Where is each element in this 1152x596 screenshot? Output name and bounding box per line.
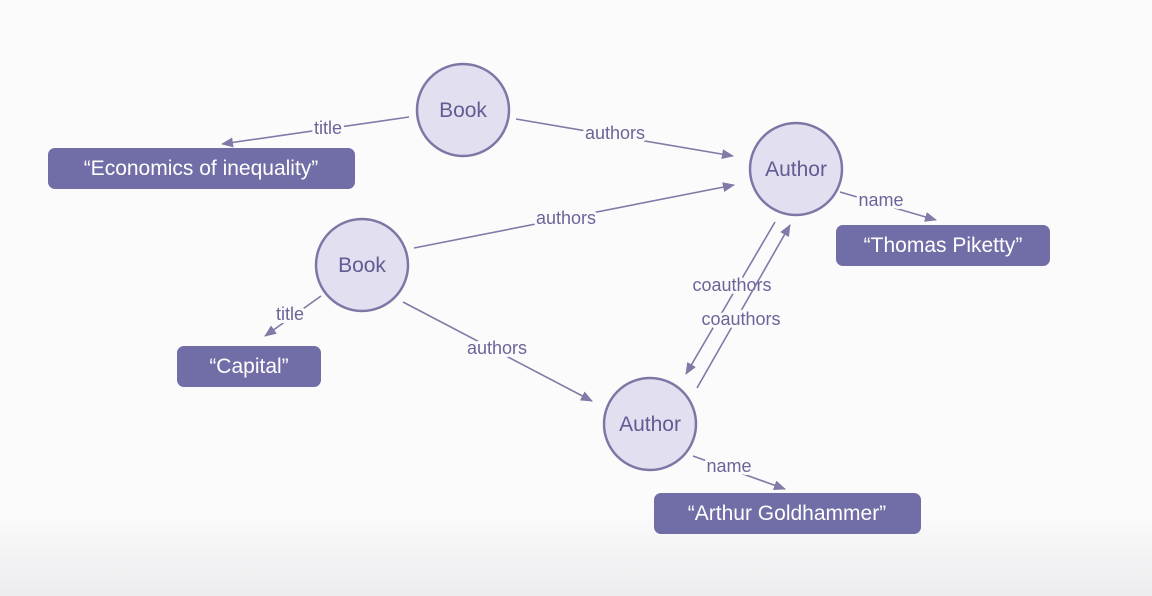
author-node-1: Author (748, 121, 844, 217)
node-label: Author (619, 413, 681, 436)
edge-label-name: name (706, 456, 751, 476)
edge-coauthors-author2-to-author1: coauthors (696, 224, 791, 389)
edge-book1-title: title (221, 115, 410, 148)
value-arthur-goldhammer: “Arthur Goldhammer” (654, 493, 921, 534)
value-label: “Arthur Goldhammer” (688, 502, 886, 525)
edge-book1-authors-author1: authors (515, 118, 734, 160)
value-label: “Economics of inequality” (84, 157, 319, 180)
value-label: “Thomas Piketty” (864, 234, 1023, 257)
edge-label-authors: authors (585, 123, 645, 143)
edge-label-title: title (314, 118, 342, 138)
value-capital: “Capital” (177, 346, 321, 387)
edge-book2-authors-author1: authors (413, 182, 735, 249)
node-label: Book (439, 99, 487, 122)
edge-label-authors: authors (536, 208, 596, 228)
edge-label-name: name (858, 190, 903, 210)
edge-coauthors-author1-to-author2: coauthors (685, 221, 776, 375)
value-thomas-piketty: “Thomas Piketty” (836, 225, 1050, 266)
book-node-2: Book (314, 217, 410, 313)
value-economics-of-inequality: “Economics of inequality” (48, 148, 355, 189)
edge-author2-name: name (692, 453, 786, 490)
edge-label-title: title (276, 304, 304, 324)
edge-author1-name: name (839, 187, 937, 222)
edge-book2-title: title (264, 295, 322, 337)
book-node-1: Book (415, 62, 511, 158)
node-label: Author (765, 158, 827, 181)
node-label: Book (338, 254, 386, 277)
value-label: “Capital” (209, 355, 288, 378)
edge-label-authors: authors (467, 338, 527, 358)
edge-book2-authors-author2: authors (402, 301, 593, 402)
author-node-2: Author (602, 376, 698, 472)
edge-label-coauthors: coauthors (701, 309, 780, 329)
